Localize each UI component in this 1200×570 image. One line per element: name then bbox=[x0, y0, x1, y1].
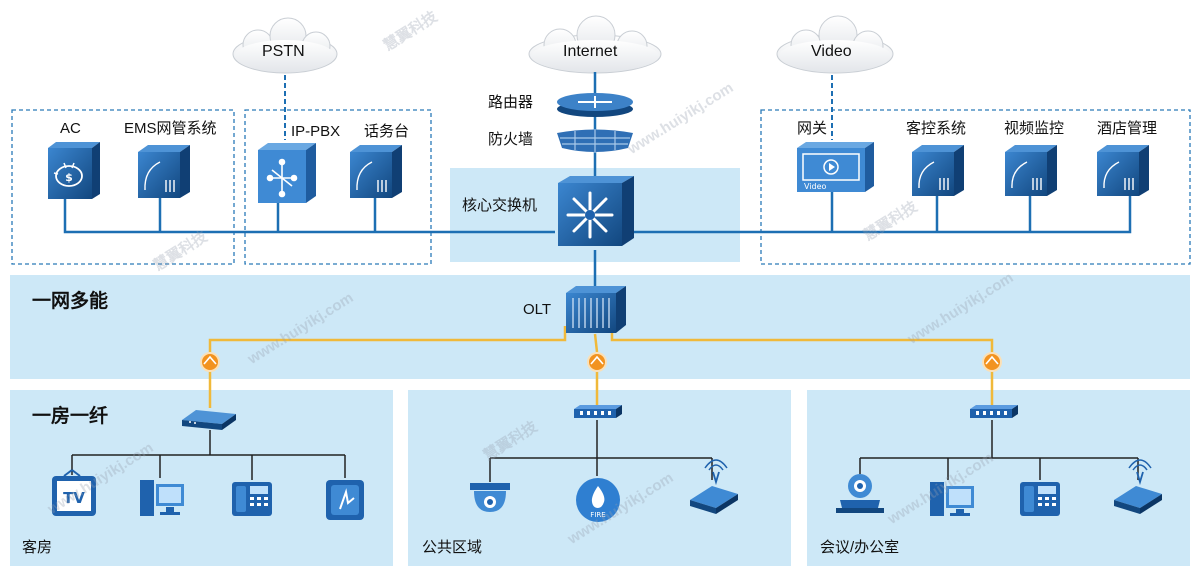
office-desktop-icon bbox=[930, 482, 974, 516]
video-gateway-icon: Video bbox=[797, 142, 874, 192]
console-label: 话务台 bbox=[364, 123, 410, 140]
guest-room-label: 客房 bbox=[22, 539, 53, 556]
ems-label: EMS网管系统 bbox=[124, 120, 217, 137]
svg-text:$: $ bbox=[65, 171, 73, 184]
public-area-switch-icon bbox=[574, 405, 622, 418]
ems-server-icon bbox=[138, 145, 190, 198]
ac-device-icon: $ bbox=[48, 142, 100, 199]
fire-alarm-icon: FIRE bbox=[576, 478, 620, 522]
video-cloud bbox=[776, 15, 894, 74]
guest-control-server-icon bbox=[912, 145, 964, 196]
video-label: Video bbox=[811, 43, 852, 60]
pstn-label: PSTN bbox=[262, 43, 305, 60]
ip-pbx-icon bbox=[258, 143, 316, 203]
ip-phone-icon bbox=[232, 482, 272, 516]
internet-label: Internet bbox=[563, 43, 618, 60]
meeting-office-label: 会议/办公室 bbox=[820, 539, 900, 556]
olt-icon bbox=[566, 286, 626, 333]
guest-room-onu-icon bbox=[182, 410, 236, 430]
svg-text:FIRE: FIRE bbox=[590, 511, 605, 519]
pstn-cloud bbox=[232, 17, 338, 74]
ac-label: AC bbox=[60, 120, 81, 137]
public-area-zone bbox=[408, 390, 791, 566]
multi-service-band-label: 一网多能 bbox=[32, 291, 109, 312]
per-room-fiber-label: 一房一纤 bbox=[32, 406, 109, 427]
ip-pbx-label: IP-PBX bbox=[291, 123, 341, 140]
tv-icon: TV bbox=[52, 469, 96, 516]
voice-group-frame bbox=[244, 109, 432, 265]
access-lines bbox=[71, 420, 1139, 482]
svg-text:Video: Video bbox=[804, 182, 827, 191]
internet-cloud bbox=[528, 15, 662, 74]
service-group-frame bbox=[760, 109, 1191, 265]
core-links bbox=[63, 72, 1132, 288]
hotel-mgmt-server-icon bbox=[1097, 145, 1149, 196]
core-switch-icon bbox=[558, 176, 634, 246]
firewall-label: 防火墙 bbox=[488, 131, 534, 148]
wifi-ap-icon bbox=[690, 459, 738, 514]
svg-text:TV: TV bbox=[63, 489, 85, 507]
dome-camera-icon bbox=[470, 483, 510, 512]
hotel-mgmt-label: 酒店管理 bbox=[1097, 120, 1158, 137]
core-switch-label: 核心交换机 bbox=[462, 197, 538, 214]
public-area-label: 公共区域 bbox=[422, 539, 483, 556]
meeting-office-zone bbox=[807, 390, 1190, 566]
guest-control-label: 客控系统 bbox=[906, 120, 967, 137]
meeting-office-switch-icon bbox=[970, 405, 1018, 418]
olt-label: OLT bbox=[523, 301, 552, 318]
office-ip-phone-icon bbox=[1020, 482, 1060, 516]
video-conference-camera-icon bbox=[836, 474, 884, 513]
router-icon bbox=[557, 93, 633, 117]
management-group-frame bbox=[11, 109, 235, 265]
video-monitor-server-icon bbox=[1005, 145, 1057, 196]
desktop-computer-icon bbox=[140, 480, 184, 516]
gateway-label: 网关 bbox=[797, 120, 828, 137]
router-label: 路由器 bbox=[488, 94, 534, 111]
office-wifi-ap-icon bbox=[1114, 459, 1162, 514]
video-monitor-label: 视频监控 bbox=[1004, 120, 1065, 137]
smart-panel-icon bbox=[326, 480, 364, 520]
firewall-icon bbox=[557, 129, 633, 153]
splitter-icon bbox=[200, 352, 1002, 372]
console-server-icon bbox=[350, 145, 402, 198]
